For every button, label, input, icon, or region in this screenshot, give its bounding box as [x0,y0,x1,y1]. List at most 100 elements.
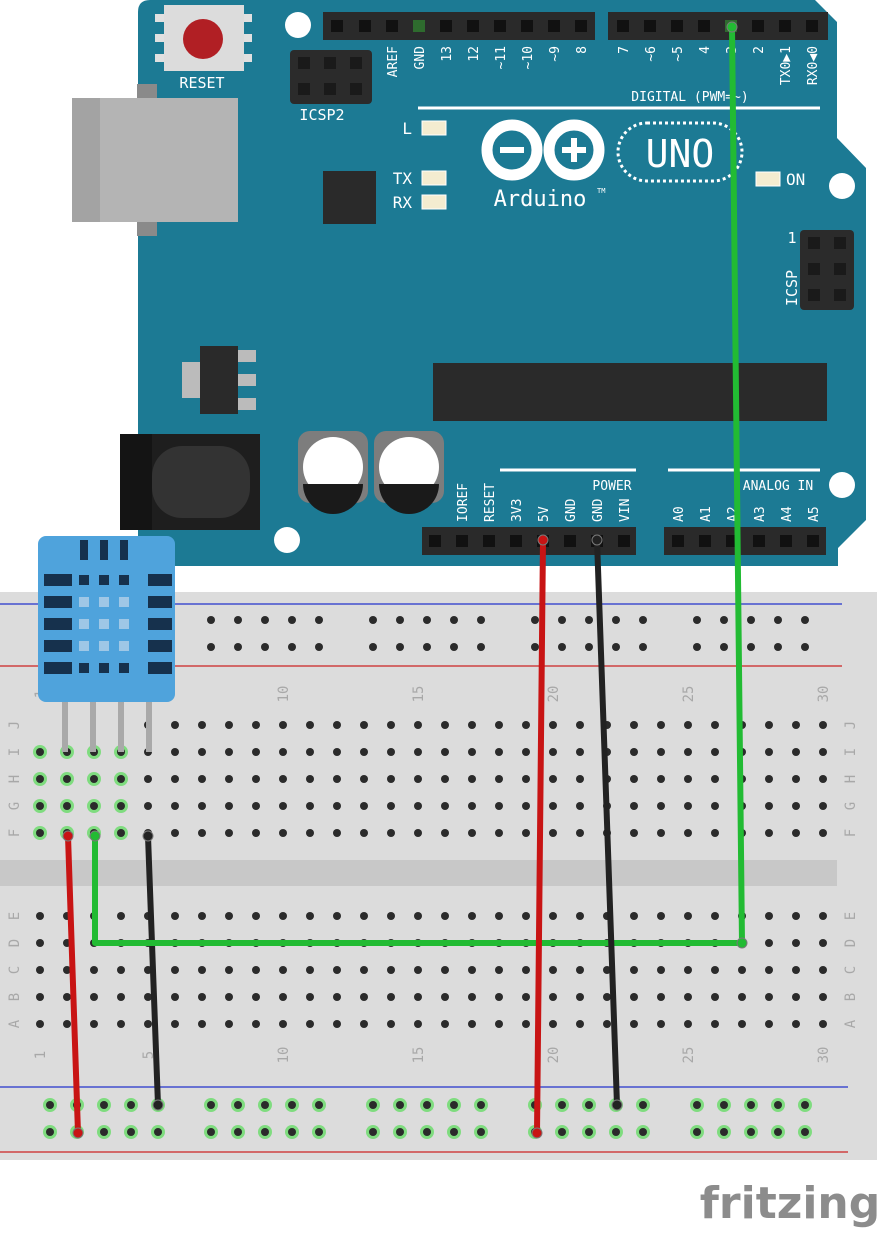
breadboard-hole [576,966,584,974]
breadboard-hole [765,993,773,1001]
digital-label: DIGITAL (PWM=~) [631,90,748,105]
rail-hole [720,1101,728,1109]
grille-cell [119,597,129,607]
rail-hole [234,1101,242,1109]
analog-pin-label: A1 [699,506,714,522]
breadboard-hole [630,1020,638,1028]
breadboard-hole [765,775,773,783]
column-number-bottom: 1 [33,1051,49,1059]
power-pin-label: 3V3 [510,499,525,522]
wire-green-data[interactable] [92,24,745,946]
breadboard-hole [279,748,287,756]
reset-button-cap[interactable] [183,19,223,59]
grille-cell [99,641,109,651]
icsp2-header [290,50,372,104]
wire-end [72,1127,84,1139]
column-number-top: 25 [681,686,697,703]
mounting-hole [829,173,855,199]
header-pin [617,20,629,32]
breadboard-hole [576,802,584,810]
breadboard-hole [657,748,665,756]
breadboard-hole [252,829,260,837]
row-letter: B [843,993,859,1001]
breadboard-hole [36,993,44,1001]
breadboard-hole [171,748,179,756]
breadboard-hole [765,748,773,756]
breadboard-hole [468,748,476,756]
header-pin [494,20,506,32]
breadboard-hole [333,829,341,837]
breadboard-hole [819,748,827,756]
breadboard-hole [657,912,665,920]
breadboard-hole [144,802,152,810]
wire-black-gnd[interactable] [594,537,620,1108]
breadboard-hole [738,1020,746,1028]
breadboard-hole [630,829,638,837]
rail-hole [234,1128,242,1136]
row-letter: G [843,802,859,810]
breadboard-hole [684,802,692,810]
breadboard-hole [522,966,530,974]
row-letter: H [843,775,859,783]
breadboard-hole [414,966,422,974]
breadboard-holes [33,616,827,1139]
breadboard-hole [90,1020,98,1028]
wire-end [142,830,154,842]
breadboard-hole [306,802,314,810]
breadboard-hole [684,721,692,729]
rail-hole [747,616,755,624]
header-pin [564,535,576,547]
wire-red-sensor-vcc[interactable] [65,833,81,1136]
grille-cell [79,619,89,629]
digital-header-pins [331,20,818,32]
breadboard-hole [171,802,179,810]
breadboard-hole [711,1020,719,1028]
breadboard-hole [414,1020,422,1028]
breadboard-hole [441,802,449,810]
rail-hole [423,1128,431,1136]
rail-hole [234,643,242,651]
rail-hole [261,643,269,651]
rail-hole [127,1101,135,1109]
column-number-bottom: 20 [546,1047,562,1064]
breadboard-hole [279,993,287,1001]
digital-pin-label: ~11 [494,46,509,69]
breadboard-hole [225,829,233,837]
breadboard-hole [765,912,773,920]
breadboard-hole [171,775,179,783]
rail-hole [477,1128,485,1136]
grille-cell [119,663,129,673]
rail-hole [288,643,296,651]
reset-button[interactable] [155,5,252,71]
breadboard-hole [684,993,692,1001]
breadboard-hole [441,775,449,783]
breadboard-hole [657,721,665,729]
icsp-label: ICSP [783,270,801,306]
breadboard-hole [576,748,584,756]
wire-red-5v[interactable] [534,537,546,1136]
breadboard-hole [306,993,314,1001]
row-letter: C [843,966,859,974]
breadboard-hole [630,721,638,729]
header-pin [521,20,533,32]
header-pin [699,535,711,547]
row-letter: D [7,939,23,947]
rail-hole [423,616,431,624]
breadboard-hole [657,802,665,810]
column-number-bottom: 10 [276,1047,292,1064]
breadboard-hole [468,993,476,1001]
breadboard-hole [630,966,638,974]
breadboard-hole [576,721,584,729]
breadboard-hole [765,1020,773,1028]
dht11-sensor[interactable] [38,536,175,752]
breadboard-hole [252,993,260,1001]
breadboard-hole [657,993,665,1001]
breadboard-hole [630,993,638,1001]
row-letter: A [7,1019,23,1028]
header-pin [413,20,425,32]
wire-black-sensor-gnd[interactable] [145,833,161,1108]
breadboard-hole [252,1020,260,1028]
breadboard-hole [333,748,341,756]
breadboard-hole [495,966,503,974]
